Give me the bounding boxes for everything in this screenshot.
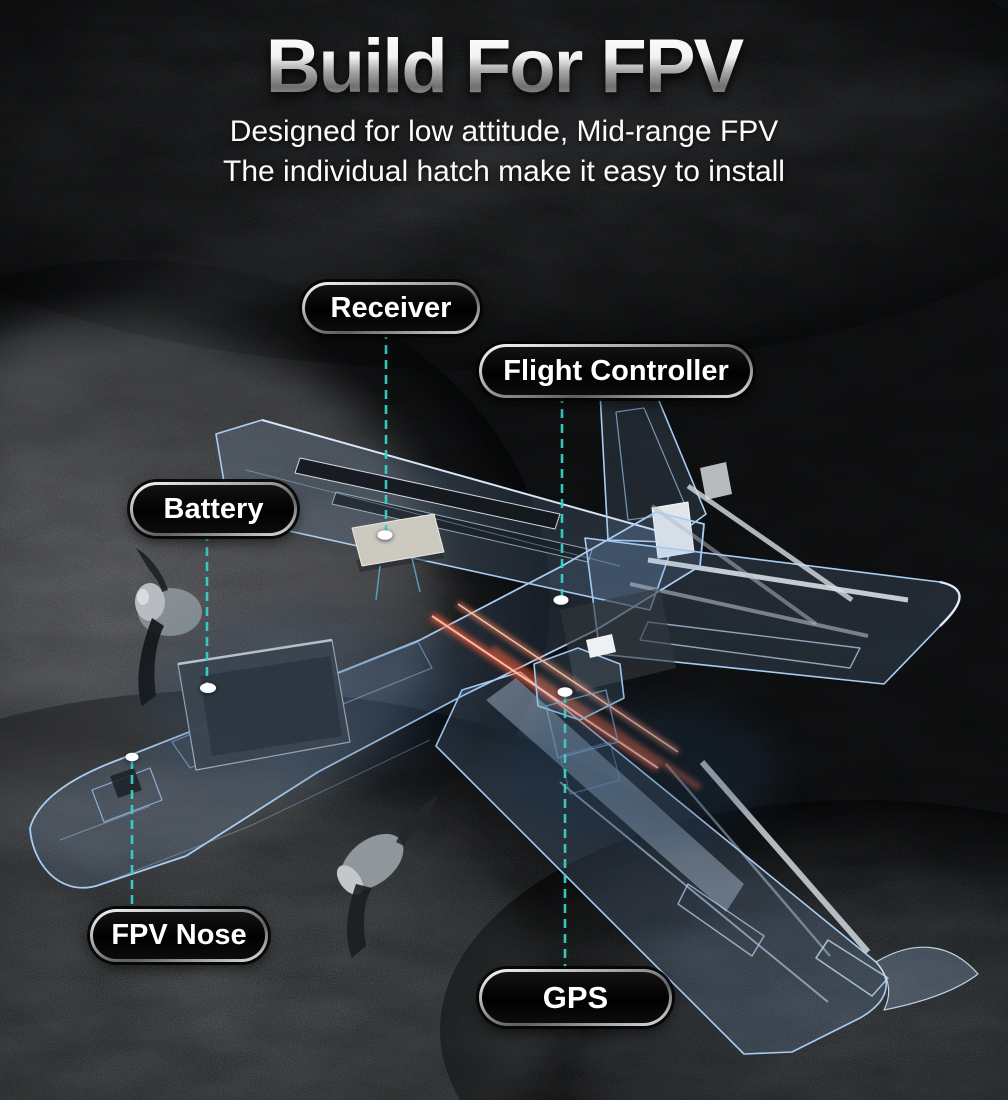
marker-dots	[125, 530, 573, 762]
wing-right	[584, 537, 961, 685]
leader-lines	[130, 330, 567, 968]
fuselage-rod	[686, 483, 854, 603]
callout-battery: Battery	[130, 482, 297, 536]
page-title: Build For FPV	[0, 26, 1008, 108]
receiver-antennas	[375, 557, 421, 601]
marker-dot-receiver	[377, 530, 393, 540]
wing-spar	[629, 582, 869, 638]
fuselage-rod	[650, 504, 818, 626]
tail-fin	[599, 383, 732, 559]
spinner	[137, 589, 149, 605]
nose-camera-bay	[110, 768, 142, 798]
motor-pod-bottom	[336, 796, 438, 958]
blue-haze	[500, 700, 780, 840]
gps-chip	[586, 634, 616, 658]
callout-gps: GPS	[479, 969, 672, 1026]
callout-receiver: Receiver	[302, 282, 480, 334]
gps-module	[533, 634, 625, 795]
callout-flight-controller: Flight Controller	[479, 344, 753, 398]
marker-dot-flight-controller	[553, 595, 569, 605]
propeller-blade	[136, 548, 168, 592]
wing-spar	[647, 557, 909, 603]
marker-dot-fpv-nose	[125, 752, 139, 762]
motor-pod-left	[135, 548, 202, 706]
control-surface-outline	[815, 939, 889, 997]
receiver-module	[351, 513, 445, 601]
subtitle: Designed for low attitude, Mid-range FPV…	[0, 112, 1008, 192]
aircraft	[29, 383, 979, 1055]
subtitle-line-2: The individual hatch make it easy to ins…	[223, 155, 785, 188]
header: Build For FPV Designed for low attitude,…	[0, 0, 1008, 192]
blue-haze	[140, 610, 460, 790]
propeller-blade	[396, 796, 438, 846]
marker-dot-battery	[200, 683, 216, 693]
subtitle-line-1: Designed for low attitude, Mid-range FPV	[229, 115, 779, 148]
control-surface-outline	[677, 883, 765, 957]
propeller-blade	[347, 884, 372, 958]
mid-hatch	[560, 588, 676, 692]
wing-slot	[294, 457, 561, 530]
winglet	[875, 946, 979, 1011]
tail-linkage	[700, 462, 732, 500]
callout-fpv-nose: FPV Nose	[90, 909, 268, 962]
marker-dot-gps	[557, 687, 573, 697]
